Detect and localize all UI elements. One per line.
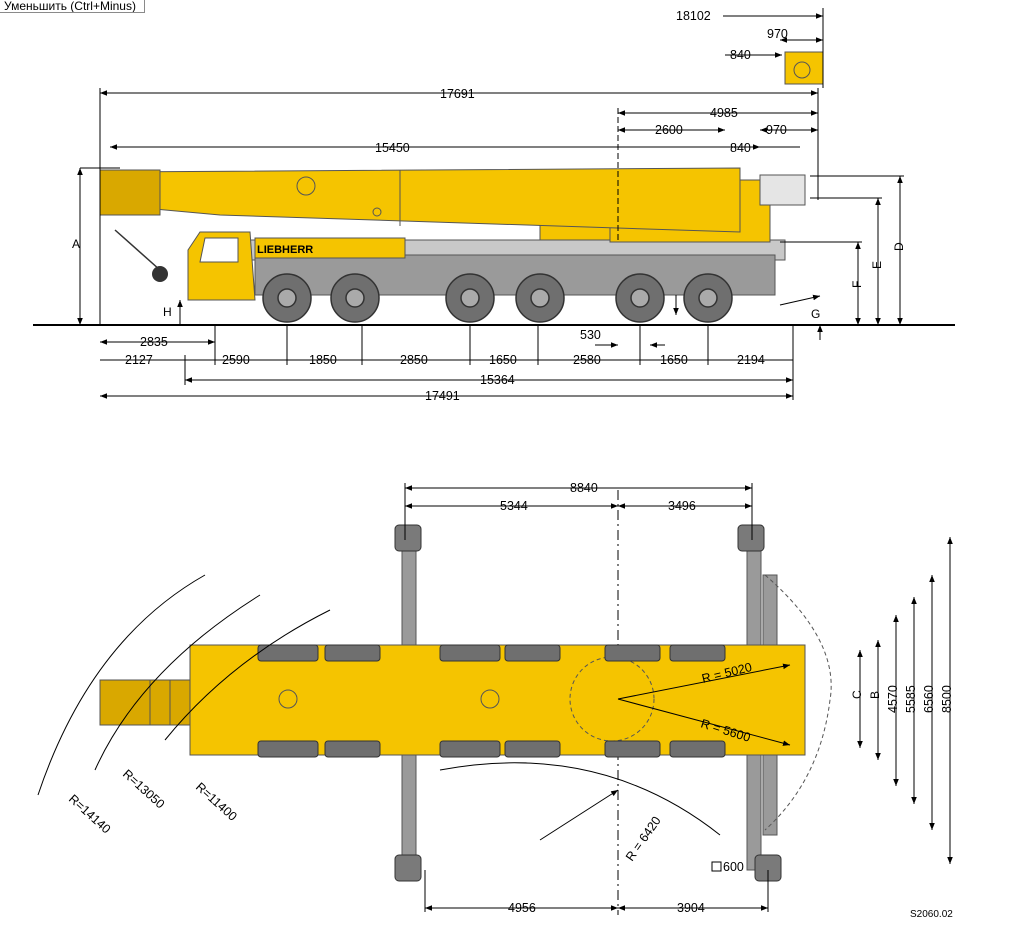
dim-17691: 17691 — [440, 87, 475, 101]
telescopic-boom — [99, 167, 741, 233]
dim-2600: 2600 — [655, 123, 683, 137]
radius-6420: R = 6420 — [623, 814, 664, 864]
hook-block — [114, 229, 168, 282]
dim-2835: 2835 — [140, 335, 168, 349]
dim-3904: 3904 — [677, 901, 705, 915]
drawing-ref: S2060.02 — [910, 909, 953, 920]
letter-E: E — [870, 261, 884, 269]
pad-square-icon — [711, 861, 722, 872]
width-B: B — [868, 691, 882, 699]
dim-4985: 4985 — [710, 106, 738, 120]
width-C: C — [850, 690, 864, 699]
dim-8840: 8840 — [570, 481, 598, 495]
dim-seg-5: 1650 — [489, 353, 517, 367]
dimension-lines-topview — [404, 483, 953, 912]
dim-970-top: 970 — [767, 27, 788, 41]
radius-11400: R=11400 — [193, 780, 240, 824]
dimension-lines-height — [77, 167, 904, 340]
letter-A: A — [72, 237, 80, 251]
top-view: R = 5020 R = 5600 R = 6420 R=11400 R=130… — [37, 481, 954, 920]
letter-D: D — [892, 242, 906, 251]
zoom-tooltip: Уменьшить (Ctrl+Minus) — [0, 0, 145, 13]
dim-5344: 5344 — [500, 499, 528, 513]
dim-seg-8: 2194 — [737, 353, 765, 367]
dim-15450: 15450 — [375, 141, 410, 155]
counterweight-icon — [784, 51, 824, 85]
dim-530: 530 — [580, 328, 601, 342]
dimension-lines-bottom — [100, 325, 794, 400]
width-5585: 5585 — [904, 685, 918, 713]
dim-seg-6: 2580 — [573, 353, 601, 367]
dimension-lines-top — [99, 8, 824, 325]
outriggers — [394, 524, 782, 882]
counterweight-swing — [764, 574, 832, 831]
letter-F: F — [850, 281, 864, 288]
radius-14140: R=14140 — [66, 792, 113, 837]
swing-radii — [37, 574, 791, 841]
width-8500: 8500 — [940, 685, 954, 713]
dim-840-top: 840 — [730, 48, 751, 62]
pad-size: 600 — [723, 860, 744, 874]
side-view: LIEBHERR — [33, 8, 955, 403]
dim-970-boom: 970 — [766, 123, 787, 137]
dim-seg-2: 2590 — [222, 353, 250, 367]
dim-15364: 15364 — [480, 373, 515, 387]
brand-text: LIEBHERR — [257, 244, 313, 256]
dim-3496: 3496 — [668, 499, 696, 513]
letter-H: H — [163, 305, 172, 319]
wheels — [262, 273, 733, 323]
width-4570: 4570 — [886, 685, 900, 713]
radius-13050: R=13050 — [120, 767, 167, 812]
width-6560: 6560 — [922, 685, 936, 713]
dim-17491: 17491 — [425, 389, 460, 403]
dim-seg-4: 2850 — [400, 353, 428, 367]
dim-4956: 4956 — [508, 901, 536, 915]
dim-840-boom: 840 — [730, 141, 751, 155]
dim-seg-7: 1650 — [660, 353, 688, 367]
dim-seg-3: 1850 — [309, 353, 337, 367]
tyres-top — [257, 644, 726, 758]
dim-18102: 18102 — [676, 9, 711, 23]
letter-G: G — [811, 307, 820, 321]
carrier-chassis: LIEBHERR — [187, 231, 786, 301]
dim-seg-1: 2127 — [125, 353, 153, 367]
